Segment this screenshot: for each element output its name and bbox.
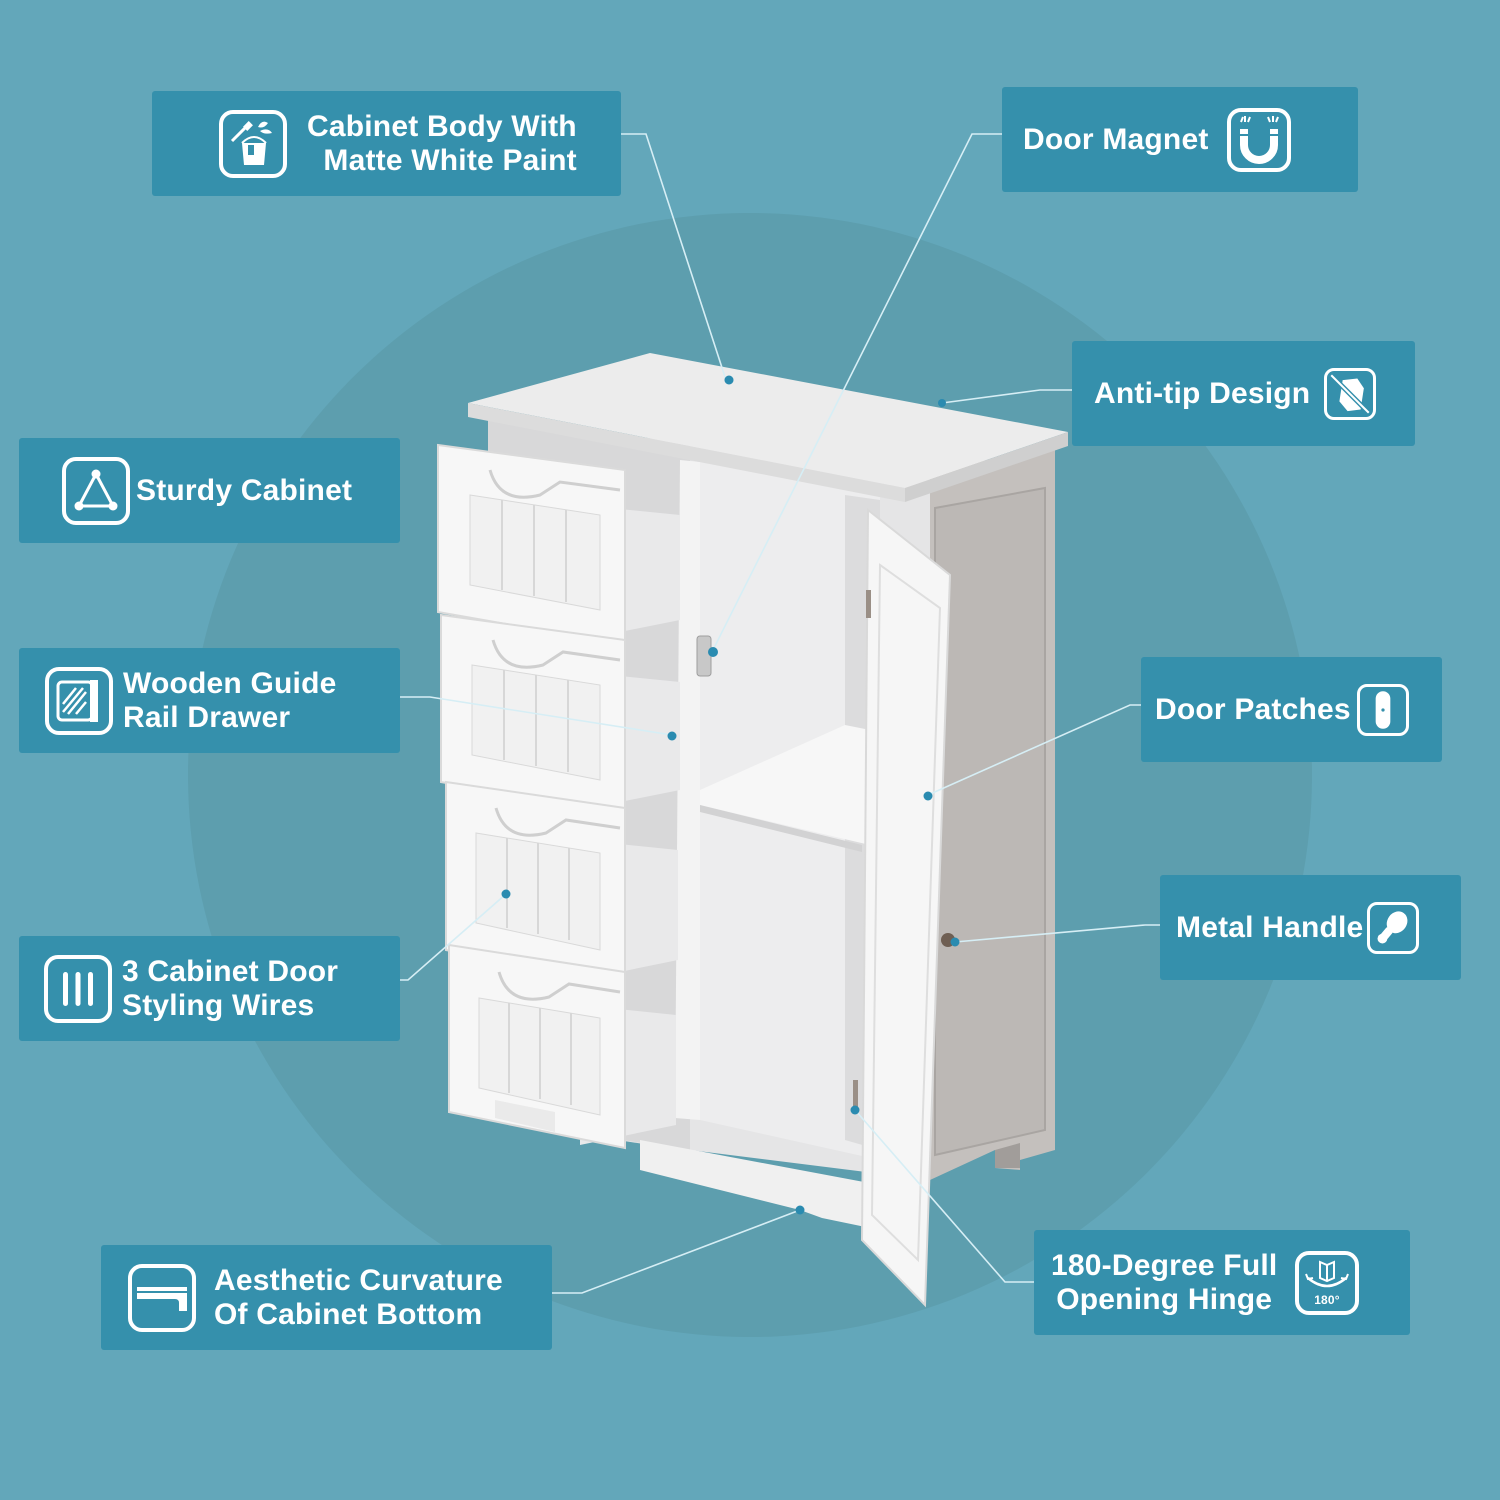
- dot-door-patches: [923, 791, 933, 801]
- callout-label: 180-Degree Full Opening Hinge: [1051, 1248, 1278, 1316]
- hinge-180-icon: 180°: [1295, 1250, 1360, 1315]
- callout-door-magnet: Door Magnet: [1002, 87, 1358, 192]
- drawer-3: [445, 780, 678, 987]
- callout-anti-tip: Anti-tip Design: [1072, 341, 1415, 446]
- callout-metal-handle: Metal Handle: [1160, 875, 1461, 980]
- callout-label: Door Magnet: [1023, 122, 1209, 156]
- callout-label: Cabinet Body With Matte White Paint: [307, 109, 577, 177]
- drawer-1: [437, 443, 680, 647]
- triangle-nodes-icon: [62, 456, 130, 525]
- callout-cabinet-body: Cabinet Body With Matte White Paint: [152, 91, 621, 196]
- dot-styling-wires: [501, 889, 511, 899]
- callout-label: Sturdy Cabinet: [136, 473, 353, 507]
- callout-styling-wires: 3 Cabinet Door Styling Wires: [19, 936, 400, 1041]
- callout-label: Door Patches: [1155, 692, 1351, 726]
- knob-handle-icon: [1367, 901, 1420, 954]
- svg-text:180°: 180°: [1315, 1293, 1341, 1307]
- drawer-2: [440, 613, 680, 817]
- dot-hinge: [850, 1105, 860, 1115]
- callout-door-patches: Door Patches: [1141, 657, 1442, 762]
- no-tipping-icon: [1324, 367, 1377, 420]
- paint-bucket-brush-icon: [219, 109, 287, 178]
- callout-label: Metal Handle: [1176, 910, 1364, 944]
- callout-curvature: Aesthetic Curvature Of Cabinet Bottom: [101, 1245, 552, 1350]
- dot-wooden-guide: [667, 731, 677, 741]
- dot-anti-tip: [938, 399, 946, 407]
- door-patch-icon: [1356, 683, 1409, 736]
- callout-hinge: 180-Degree Full Opening Hinge 180°: [1034, 1230, 1410, 1335]
- callout-label: Anti-tip Design: [1094, 376, 1311, 410]
- dot-door-magnet: [708, 647, 718, 657]
- callout-wooden-guide: Wooden Guide Rail Drawer: [19, 648, 400, 753]
- dot-metal-handle: [950, 937, 960, 947]
- cabinet-bottom-curve-icon: [128, 1263, 196, 1332]
- callout-label: Aesthetic Curvature Of Cabinet Bottom: [214, 1263, 503, 1331]
- drawer-rail-icon: [45, 666, 113, 735]
- magnet-icon: [1226, 107, 1291, 172]
- callout-sturdy-cabinet: Sturdy Cabinet: [19, 438, 400, 543]
- dot-cabinet-body: [724, 375, 734, 385]
- callout-label: Wooden Guide Rail Drawer: [123, 666, 337, 734]
- dot-curvature: [795, 1205, 805, 1215]
- drawer-4: [448, 943, 676, 1150]
- three-lines-icon: [44, 954, 112, 1023]
- callout-label: 3 Cabinet Door Styling Wires: [122, 954, 339, 1022]
